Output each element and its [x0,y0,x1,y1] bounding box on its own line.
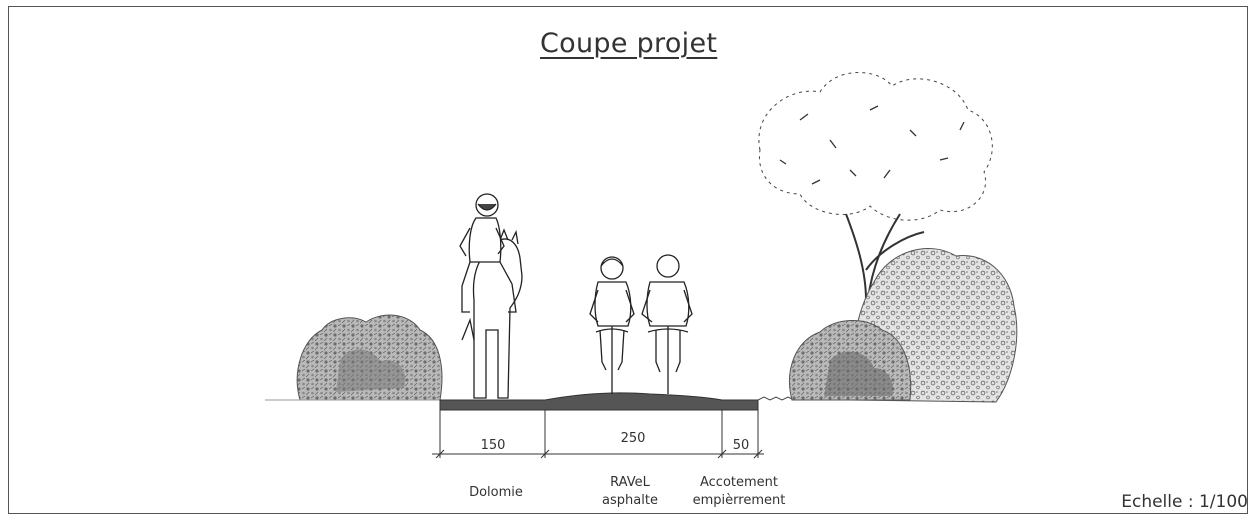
cyclist-figure-right [641,254,693,394]
road-surface [439,392,759,411]
cyclist-figure-left [589,256,635,394]
segment-width-label: 50 [732,438,750,453]
material-label: Dolomie [469,485,523,500]
horse-rider-figure [459,193,523,399]
page-title: Coupe projet [540,28,718,59]
right-shrub-front [789,319,912,401]
drawing-frame [8,6,1248,514]
scale-label: Echelle : 1/100 [1121,492,1248,512]
material-label: Accotement empièrrement [692,475,786,508]
dimension-lines [432,410,764,459]
material-label: RAVeL asphalte [602,475,658,508]
segment-width-label: 150 [480,438,506,453]
left-shrub [296,314,443,401]
segment-width-label: 250 [620,431,646,446]
